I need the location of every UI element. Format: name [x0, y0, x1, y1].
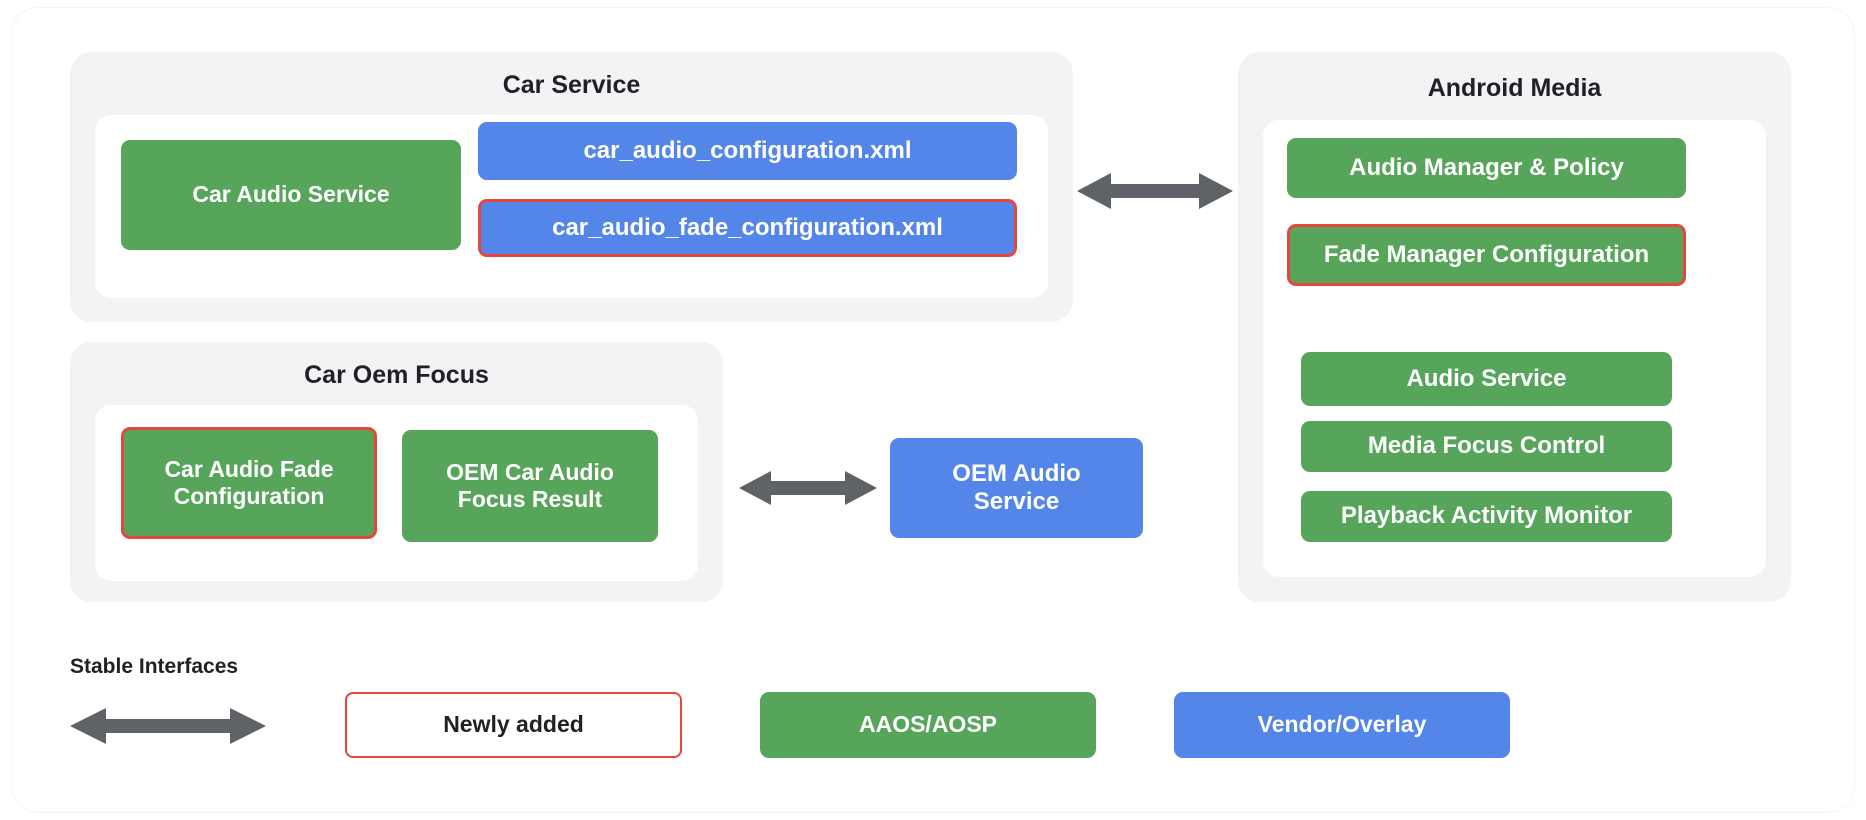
group-car-oem-focus: Car Oem Focus Car Audio Fade Configurati…	[70, 342, 723, 602]
car-service-inner-card: Car Audio Service car_audio_configuratio…	[95, 115, 1048, 298]
node-fade-manager-configuration[interactable]: Fade Manager Configuration	[1287, 224, 1686, 286]
car-oem-focus-title: Car Oem Focus	[304, 361, 489, 389]
legend-newly-added-swatch[interactable]: Newly added	[345, 692, 682, 758]
node-car-audio-configuration-xml[interactable]: car_audio_configuration.xml	[478, 122, 1017, 180]
node-audio-manager-and-policy[interactable]: Audio Manager & Policy	[1287, 138, 1686, 198]
car-service-title: Car Service	[502, 71, 641, 99]
node-oem-car-audio-focus-result[interactable]: OEM Car Audio Focus Result	[402, 430, 658, 542]
node-oem-audio-service[interactable]: OEM Audio Service	[890, 438, 1143, 538]
car-oem-focus-inner-card: Car Audio Fade Configuration OEM Car Aud…	[95, 405, 698, 581]
group-android-media: Android Media Audio Manager & Policy Fad…	[1238, 52, 1791, 602]
node-car-audio-fade-configuration[interactable]: Car Audio Fade Configuration	[121, 427, 377, 539]
group-car-service: Car Service Car Audio Service car_audio_…	[70, 52, 1073, 322]
node-car-audio-fade-configuration-xml[interactable]: car_audio_fade_configuration.xml	[478, 199, 1017, 257]
node-car-audio-service[interactable]: Car Audio Service	[121, 140, 461, 250]
legend-aaos-aosp-swatch[interactable]: AAOS/AOSP	[760, 692, 1096, 758]
android-media-inner-card: Audio Manager & Policy Fade Manager Conf…	[1263, 120, 1766, 577]
node-media-focus-control[interactable]: Media Focus Control	[1301, 421, 1672, 472]
legend-stable-interfaces-arrow	[70, 705, 266, 747]
legend-stable-interfaces-label: Stable Interfaces	[70, 655, 239, 678]
legend-vendor-overlay-swatch[interactable]: Vendor/Overlay	[1174, 692, 1510, 758]
arrow-car-service-to-android-media	[1077, 170, 1233, 212]
arrow-oem-focus-to-oem-audio-service	[739, 468, 877, 508]
node-playback-activity-monitor[interactable]: Playback Activity Monitor	[1301, 491, 1672, 542]
android-media-title: Android Media	[1427, 74, 1602, 102]
node-audio-service[interactable]: Audio Service	[1301, 352, 1672, 406]
